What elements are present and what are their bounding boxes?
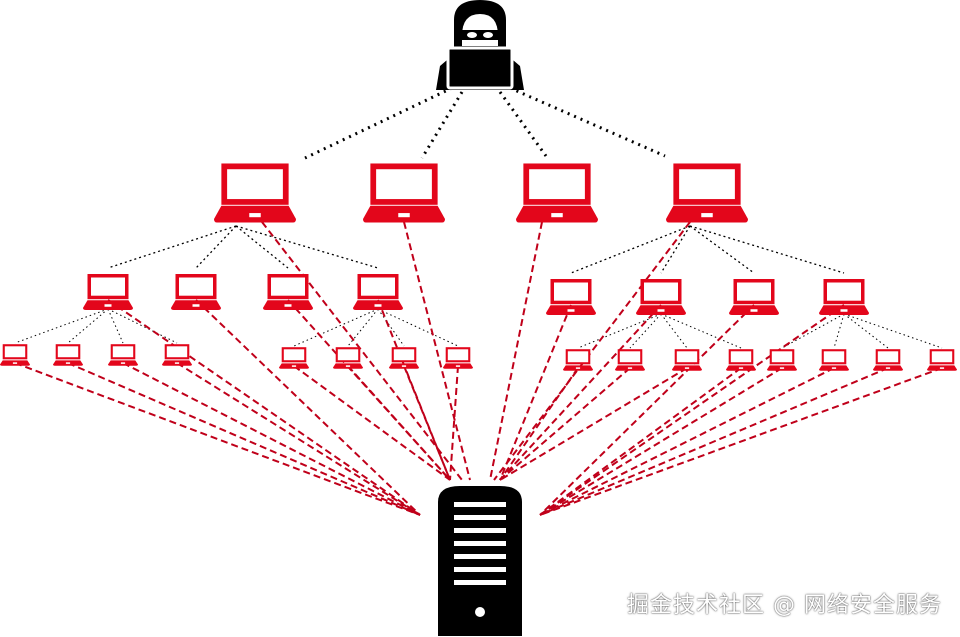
laptop-icon: [0, 344, 30, 366]
attack-link: [493, 221, 691, 481]
laptop-icon: [363, 163, 445, 223]
control-link: [660, 313, 742, 349]
attack-link: [122, 362, 421, 516]
control-link: [107, 308, 124, 344]
laptop-icon: [83, 274, 133, 310]
attack-link: [107, 299, 421, 516]
attack-link: [449, 365, 459, 481]
control-link: [293, 308, 379, 347]
hacker-icon: [436, 0, 524, 90]
control-links: [14, 86, 943, 349]
laptop-icon: [214, 163, 296, 223]
laptop-icon: [263, 274, 313, 310]
control-link: [629, 313, 662, 349]
attack-links: [14, 221, 943, 516]
control-link: [14, 308, 109, 344]
attack-link: [195, 299, 421, 516]
laptop-icon: [443, 347, 473, 369]
control-link: [577, 313, 662, 349]
control-link: [660, 225, 691, 274]
laptop-icon: [873, 349, 903, 371]
control-link: [689, 225, 755, 274]
attack-link: [499, 304, 662, 481]
control-link: [843, 313, 943, 349]
laptop-icon: [729, 279, 779, 315]
laptop-icon: [726, 349, 756, 371]
watermark: 掘金技术社区 @ 网络安全服务: [627, 593, 942, 618]
laptop-icon: [546, 279, 596, 315]
attack-link: [499, 367, 579, 481]
control-link: [107, 308, 178, 344]
control-link: [235, 225, 379, 269]
control-link: [347, 308, 379, 347]
attack-link: [539, 367, 889, 516]
attack-link: [499, 367, 688, 481]
control-link: [420, 91, 464, 159]
control-link: [235, 225, 289, 269]
laptop-icon: [819, 279, 869, 315]
control-link: [67, 308, 109, 344]
laptop-icon: [927, 349, 957, 371]
control-link: [570, 225, 691, 274]
attack-link: [539, 304, 845, 516]
attack-link: [287, 299, 451, 481]
laptop-icon: [171, 274, 221, 310]
attack-link: [539, 367, 783, 516]
attack-link: [176, 362, 421, 516]
laptop-icon: [279, 347, 309, 369]
control-link: [377, 308, 405, 347]
control-link: [509, 86, 666, 158]
laptop-icon: [563, 349, 593, 371]
control-link: [781, 313, 845, 349]
laptop-icon: [108, 344, 138, 366]
control-link: [377, 308, 459, 347]
laptop-icon: [53, 344, 83, 366]
control-link: [843, 313, 889, 349]
laptop-icon: [333, 347, 363, 369]
laptop-icon: [162, 344, 192, 366]
laptop-icon: [615, 349, 645, 371]
laptop-icon: [636, 279, 686, 315]
laptop-icon: [516, 163, 598, 223]
attack-link: [539, 304, 755, 516]
attack-link: [539, 367, 742, 516]
control-link: [107, 225, 237, 269]
attack-link: [539, 367, 943, 516]
attack-link: [403, 221, 471, 481]
control-link: [689, 225, 845, 274]
attack-link: [499, 304, 572, 481]
laptop-icon: [353, 274, 403, 310]
server-icon: [438, 486, 522, 636]
laptop-icon: [666, 163, 748, 223]
control-link: [498, 91, 548, 157]
laptop-icon: [672, 349, 702, 371]
laptop-icon: [767, 349, 797, 371]
attack-link: [499, 367, 631, 481]
control-link: [833, 313, 845, 349]
laptop-icon: [389, 347, 419, 369]
attack-link: [67, 362, 421, 516]
attack-link: [14, 362, 421, 516]
laptop-icon: [819, 349, 849, 371]
bots: [0, 163, 957, 371]
